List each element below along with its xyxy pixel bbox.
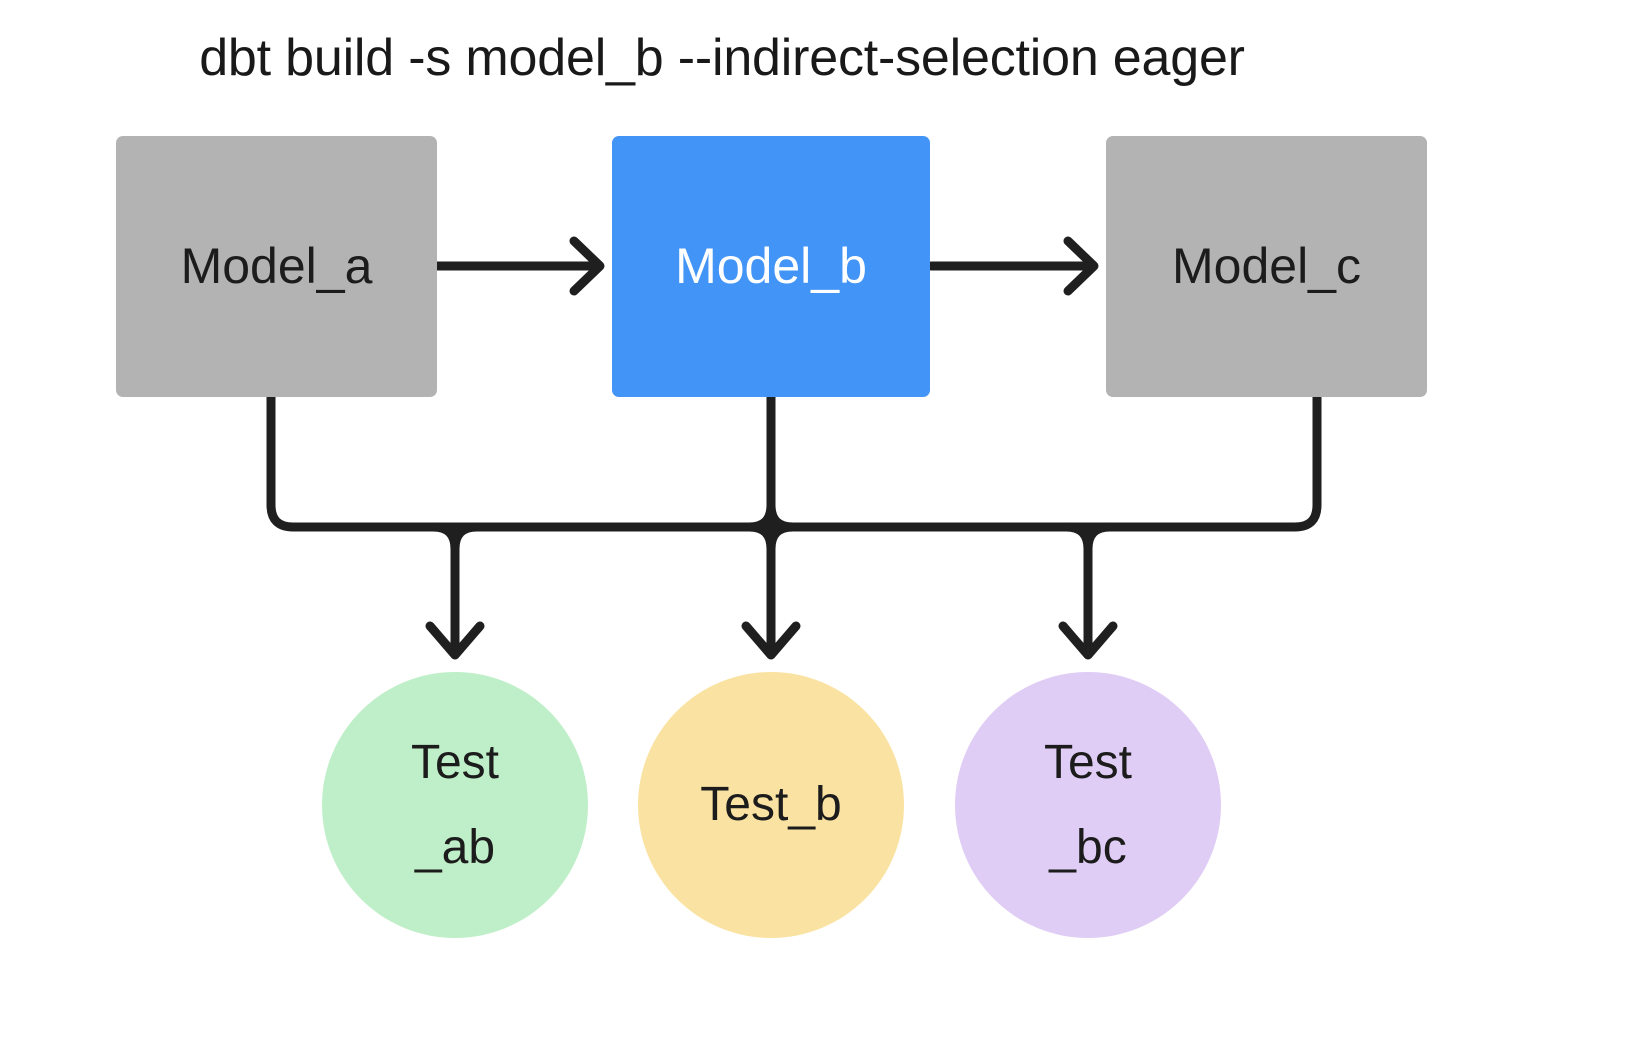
- junction-fillet-test-b-left: [744, 522, 776, 554]
- node-model-c-label: Model_c: [1172, 238, 1361, 295]
- node-model-c[interactable]: Model_c: [1106, 136, 1427, 397]
- arrowhead-test-b-icon: [741, 621, 801, 660]
- junction-fillet-test-b-right: [766, 522, 798, 554]
- node-test-b[interactable]: Test_b: [638, 672, 904, 938]
- node-test-bc[interactable]: Test _bc: [955, 672, 1221, 938]
- junction-fillet-test-bc-right: [1083, 522, 1115, 554]
- node-model-a[interactable]: Model_a: [116, 136, 437, 397]
- diagram-title: dbt build -s model_b --indirect-selectio…: [199, 29, 1245, 87]
- node-test-bc-label-line1: Test: [1043, 735, 1133, 789]
- node-test-ab-label-line1: Test: [410, 735, 500, 789]
- node-model-a-label: Model_a: [180, 238, 373, 295]
- node-test-bc-label-line2: _bc: [1049, 821, 1127, 874]
- junction-fillet-test-ab-left: [428, 522, 460, 554]
- junction-fillet-test-ab-right: [450, 522, 482, 554]
- node-model-b-label: Model_b: [675, 238, 867, 295]
- junction-fillet-test-bc-left: [1061, 522, 1093, 554]
- node-model-b[interactable]: Model_b: [612, 136, 930, 397]
- arrowhead-model-a-to-model-b-icon: [569, 236, 605, 296]
- node-test-b-label-line1: Test_b: [700, 778, 842, 832]
- junction-fillet-model-b-right: [766, 500, 798, 532]
- arrowhead-test-bc-icon: [1058, 621, 1118, 660]
- junction-fillet-model-b-left: [744, 500, 776, 532]
- node-test-ab-label-line2: _ab: [414, 821, 496, 874]
- edge-bus-line: [266, 392, 1322, 532]
- arrowhead-test-ab-icon: [425, 621, 485, 660]
- node-test-ab[interactable]: Test _ab: [322, 672, 588, 938]
- arrowhead-model-b-to-model-c-icon: [1063, 236, 1099, 296]
